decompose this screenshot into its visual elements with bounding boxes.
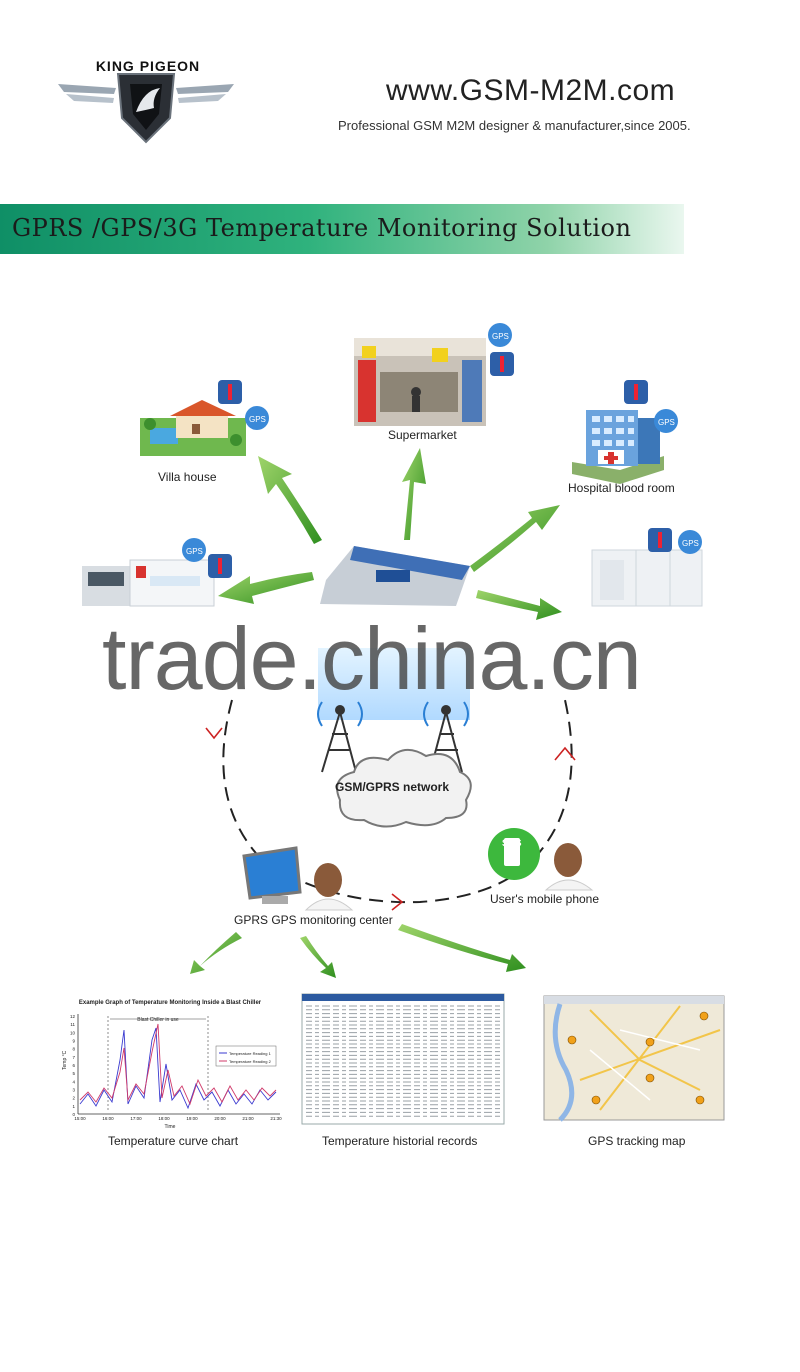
temperature-records-window [301,993,505,1125]
arrow-to-villa [258,456,322,544]
series-1-line [79,1027,277,1110]
svg-text:GPS: GPS [682,539,699,548]
x-tick-label: 18:00 [158,1116,170,1121]
hospital-label: Hospital blood room [568,481,675,495]
x-tick-label: 20:00 [214,1116,226,1121]
legend-series-2: Temperature Reading 2 [229,1059,272,1064]
sms-label: SMS [502,838,522,848]
network-cloud-icon [336,749,472,828]
curve-xlabel: Time [165,1124,176,1130]
brand-name: KING PIGEON [95,58,201,74]
flow-arrows [190,448,562,978]
watermark: trade.china.cn [102,609,642,708]
arrow-to-supermarket [402,448,426,540]
mobile-phone-label: User's mobile phone [490,892,600,906]
y-tick-label: 1 [72,1104,75,1109]
supermarket-photo [354,338,486,426]
curve-annotation: Blast Chiller in use [137,1017,179,1023]
gps-badge-icon: GPS [182,538,206,562]
y-tick-label: 7 [72,1055,75,1060]
y-tick-label: 3 [72,1088,75,1093]
x-tick-label: 21:30 [270,1116,282,1121]
arrow-to-hospital [470,505,560,572]
title-banner [0,204,684,254]
curve-ylabel: Temp °C [62,1050,68,1070]
y-tick-label: 2 [72,1096,75,1101]
gps-badge-icon: GPS [678,530,702,554]
y-tick-label: 6 [72,1063,75,1068]
hospital-illustration [572,410,664,484]
temperature-sensor-icon [648,528,672,552]
gps-map-caption: GPS tracking map [588,1134,686,1148]
x-tick-label: 21:00 [242,1116,254,1121]
svg-text:GPS: GPS [249,415,266,424]
y-tick-label: 10 [70,1030,76,1035]
curve-chart-title: Example Graph of Temperature Monitoring … [79,1000,262,1006]
x-tick-label: 17:00 [130,1116,142,1121]
y-tick-label: 12 [70,1014,76,1019]
supermarket-label: Supermarket [388,428,457,442]
monitoring-computer-icon [242,846,302,904]
gps-badge-icon: GPS [654,409,678,433]
network-label: GSM/GPRS network [335,780,450,794]
series-2-line [79,1023,277,1106]
website-link[interactable]: www.GSM-M2M.com [386,74,676,107]
y-tick-label: 11 [70,1022,75,1027]
temperature-sensor-icon [208,554,232,578]
temperature-sensor-icon [490,352,514,376]
freezer-illustration [591,549,703,607]
curve-chart-caption: Temperature curve chart [108,1134,239,1148]
temperature-sensor-icon [624,380,648,404]
temperature-gateway-device [320,546,470,606]
monitoring-center-label: GPRS GPS monitoring center [234,913,393,927]
refrigerated-truck-illustration [82,559,215,607]
x-tick-label: 16:00 [102,1116,114,1121]
arrow-to-map [398,924,526,972]
arrow-to-records [300,936,336,978]
svg-text:GPS: GPS [658,418,675,427]
y-tick-label: 8 [72,1047,75,1052]
temperature-sensor-icon [218,380,242,404]
gps-badge-icon: GPS [488,323,512,347]
arrow-to-curve [190,932,242,974]
sms-phone-icon [488,828,540,880]
page-title: GPRS /GPS/3G Temperature Monitoring Solu… [12,214,632,242]
sensor-badges: GPS GPS GPS GPS GPS SMS [182,323,702,848]
svg-text:GPS: GPS [492,332,509,341]
pigeon-shield-icon [58,73,234,144]
x-tick-label: 19:00 [186,1116,198,1121]
link-chevron-icon [205,727,576,911]
communication-loop [222,699,573,904]
arrow-to-vehicle [218,572,314,604]
x-tick-label: 15:00 [74,1116,86,1121]
user-avatar [544,843,594,891]
gps-badge-icon: GPS [245,406,269,430]
temperature-curve-chart: Example Graph of Temperature Monitoring … [62,1000,284,1130]
cell-tower-icon [317,701,469,773]
villa-house-illustration [140,400,246,456]
y-tick-label: 5 [72,1071,75,1076]
legend-series-1: Temperature Reading 1 [229,1051,272,1056]
villa-house-label: Villa house [158,470,217,484]
y-tick-label: 4 [72,1079,75,1084]
y-tick-label: 9 [72,1039,75,1044]
y-tick-label: 0 [72,1112,75,1117]
records-caption: Temperature historial records [322,1134,478,1148]
gps-map-window [543,995,725,1122]
logo [56,54,236,146]
tagline: Professional GSM M2M designer & manufact… [338,118,691,133]
svg-text:GPS: GPS [186,547,203,556]
arrow-to-fridge [476,590,562,620]
operator-avatar [304,863,354,911]
